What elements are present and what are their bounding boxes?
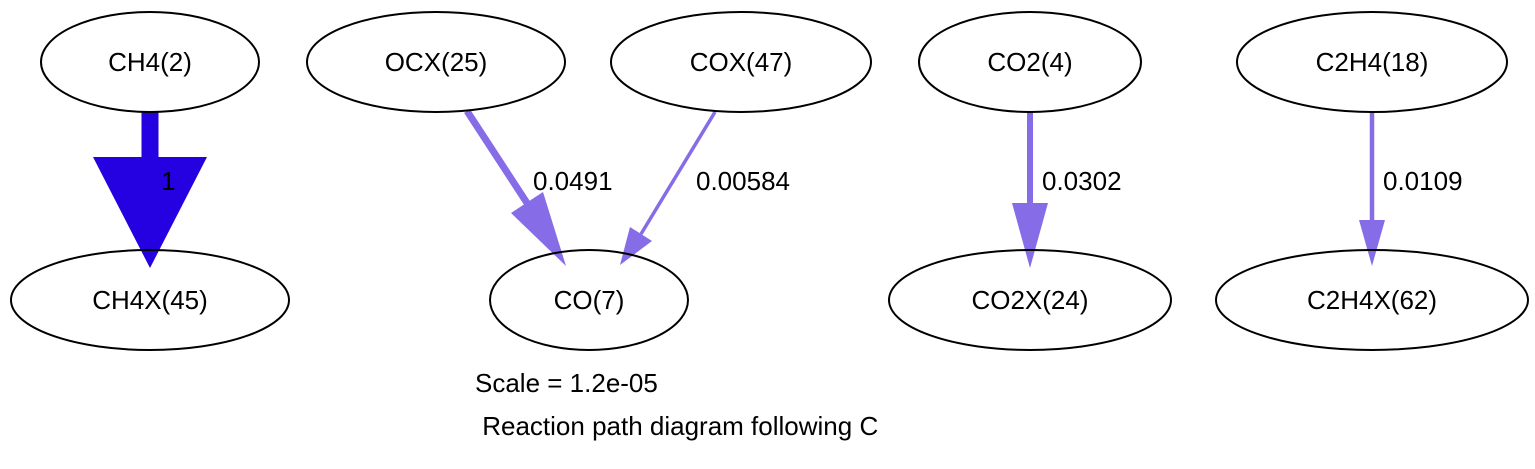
edge-ocx-to-co-label: 0.0491 — [533, 166, 613, 196]
edge-cox-to-co-line — [639, 111, 717, 235]
node-co-label: CO(7) — [554, 285, 625, 315]
scale-label: Scale = 1.2e-05 — [475, 368, 658, 398]
edge-ch4-to-ch4x-label: 1 — [161, 166, 175, 196]
node-ocx: OCX(25) — [306, 11, 566, 113]
edge-c2h4-to-c2h4x: 0.0109 — [1359, 112, 1463, 266]
edge-ocx-to-co-arrowhead — [511, 192, 566, 266]
node-co2: CO2(4) — [918, 11, 1142, 113]
edge-ch4-to-ch4x-arrowhead — [93, 157, 207, 268]
node-cox: COX(47) — [610, 11, 872, 113]
diagram-caption: Scale = 1.2e-05 Reaction path diagram fo… — [475, 368, 878, 441]
node-c2h4x: C2H4X(62) — [1215, 249, 1529, 351]
node-c2h4x-label: C2H4X(62) — [1307, 285, 1437, 315]
node-ch4-label: CH4(2) — [108, 47, 192, 77]
edge-c2h4-to-c2h4x-arrowhead — [1359, 220, 1385, 266]
node-co2x-label: CO2X(24) — [971, 285, 1088, 315]
node-ocx-label: OCX(25) — [385, 47, 488, 77]
edge-co2-to-co2x-arrowhead — [1012, 203, 1048, 268]
node-co2-label: CO2(4) — [987, 47, 1072, 77]
edge-cox-to-co: 0.00584 — [620, 111, 790, 265]
node-ch4x-label: CH4X(45) — [92, 285, 208, 315]
node-c2h4: C2H4(18) — [1236, 11, 1508, 113]
edge-ch4-to-ch4x: 1 — [93, 112, 207, 268]
edge-ocx-to-co-line — [464, 109, 530, 205]
node-cox-label: COX(47) — [690, 47, 793, 77]
node-ch4x: CH4X(45) — [10, 249, 290, 351]
edge-c2h4-to-c2h4x-label: 0.0109 — [1383, 166, 1463, 196]
node-ch4: CH4(2) — [40, 11, 260, 113]
edge-co2-to-co2x-label: 0.0302 — [1042, 166, 1122, 196]
edge-ocx-to-co: 0.0491 — [464, 109, 613, 266]
node-co: CO(7) — [489, 249, 689, 351]
node-c2h4-label: C2H4(18) — [1316, 47, 1429, 77]
edge-cox-to-co-label: 0.00584 — [696, 166, 790, 196]
diagram-title: Reaction path diagram following C — [475, 411, 878, 441]
edge-co2-to-co2x: 0.0302 — [1012, 112, 1122, 268]
edge-cox-to-co-arrowhead — [620, 227, 652, 265]
node-co2x: CO2X(24) — [888, 249, 1172, 351]
